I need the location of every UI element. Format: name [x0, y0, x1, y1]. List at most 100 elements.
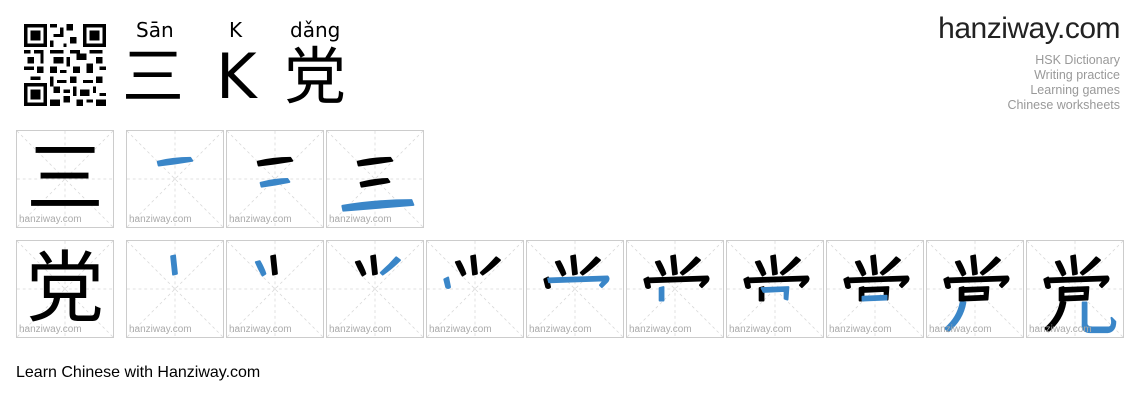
previous-stroke — [747, 275, 810, 289]
previous-stroke — [854, 260, 867, 277]
stroke-step-cell: hanziway.com — [526, 240, 624, 338]
previous-stroke — [670, 254, 678, 276]
cell-guide-lines — [327, 241, 423, 337]
previous-stroke — [679, 256, 701, 276]
previous-stroke — [479, 256, 501, 276]
previous-stroke — [359, 178, 391, 188]
previous-stroke — [954, 260, 967, 277]
cell-watermark: hanziway.com — [729, 324, 792, 335]
cell-guide-lines — [17, 241, 113, 337]
previous-stroke — [256, 156, 294, 167]
logo-main: hanziway — [938, 12, 1057, 45]
previous-stroke — [647, 275, 710, 289]
previous-stroke — [354, 260, 367, 277]
current-stroke — [379, 256, 401, 276]
previous-stroke — [579, 256, 601, 276]
cell-watermark: hanziway.com — [829, 324, 892, 335]
previous-stroke — [970, 254, 978, 276]
cell-guide-lines — [527, 241, 623, 337]
previous-stroke — [1070, 254, 1078, 276]
current-stroke — [443, 276, 451, 289]
current-stroke — [156, 156, 194, 167]
cell-guide-lines — [427, 241, 523, 337]
link-writing-practice[interactable]: Writing practice — [1034, 68, 1120, 82]
stroke-drawing — [843, 254, 910, 302]
footer-text: Learn Chinese with Hanziway.com — [16, 364, 261, 381]
pinyin-k: K — [229, 18, 243, 42]
previous-stroke — [370, 254, 378, 276]
stroke-step-cell: hanziway.com — [826, 240, 924, 338]
cell-watermark: hanziway.com — [429, 324, 492, 335]
previous-stroke — [470, 254, 478, 276]
cell-watermark: hanziway.com — [229, 214, 292, 225]
cell-watermark: hanziway.com — [129, 324, 192, 335]
previous-stroke — [270, 254, 278, 276]
link-hsk-dictionary[interactable]: HSK Dictionary — [1035, 53, 1120, 67]
hanzi-k: K — [216, 40, 257, 113]
reference-character: 三 — [25, 134, 104, 224]
qr-code — [24, 24, 106, 106]
previous-stroke — [570, 254, 578, 276]
cell-guide-lines — [127, 241, 223, 337]
previous-stroke — [961, 294, 988, 302]
previous-stroke — [879, 256, 901, 276]
cell-watermark: hanziway.com — [229, 324, 292, 335]
current-stroke — [341, 199, 415, 212]
stroke-step-cell: hanziway.com — [626, 240, 724, 338]
cell-watermark: hanziway.com — [329, 214, 392, 225]
cell-watermark: hanziway.com — [1029, 324, 1092, 335]
current-stroke — [170, 254, 178, 276]
stroke-step-cell: hanziway.com — [126, 130, 224, 228]
cell-watermark: hanziway.com — [329, 324, 392, 335]
previous-stroke — [947, 275, 1010, 289]
previous-stroke — [779, 256, 801, 276]
stroke-drawing — [1043, 254, 1117, 334]
stroke-drawing — [156, 156, 194, 167]
stroke-drawing — [743, 254, 810, 302]
stroke-step-cell: hanziway.com — [726, 240, 824, 338]
brand-links: HSK Dictionary Writing practice Learning… — [1007, 53, 1120, 113]
stroke-step-cell: hanziway.com — [226, 130, 324, 228]
previous-stroke — [847, 275, 910, 289]
stroke-step-cell: hanziway.com — [126, 240, 224, 338]
current-stroke — [1081, 301, 1117, 334]
stroke-drawing — [543, 254, 610, 289]
stroke-step-cell: hanziway.com — [1026, 240, 1124, 338]
stroke-drawing — [354, 254, 401, 277]
link-chinese-worksheets[interactable]: Chinese worksheets — [1007, 98, 1120, 112]
cell-watermark: hanziway.com — [19, 214, 82, 225]
cell-guide-lines — [127, 131, 223, 227]
previous-stroke — [1079, 256, 1101, 276]
cell-watermark: hanziway.com — [929, 324, 992, 335]
logo-suffix: .com — [1056, 12, 1121, 45]
stroke-drawing — [943, 254, 1010, 333]
current-stroke — [254, 260, 267, 277]
stroke-drawing — [643, 254, 710, 302]
current-stroke — [547, 275, 610, 289]
link-learning-games[interactable]: Learning games — [1030, 83, 1120, 97]
brand-logo[interactable]: hanziway.com — [938, 12, 1120, 46]
stroke-drawing — [443, 254, 501, 289]
stroke-drawing — [341, 156, 415, 212]
cell-watermark: hanziway.com — [629, 324, 692, 335]
cell-watermark: hanziway.com — [19, 324, 82, 335]
current-stroke — [760, 286, 790, 301]
previous-stroke — [554, 260, 567, 277]
cell-guide-lines — [17, 131, 113, 227]
stroke-step-cell: hanziway.com — [326, 240, 424, 338]
previous-stroke — [770, 254, 778, 276]
previous-stroke — [1054, 260, 1067, 277]
hanzi-dang: 党 — [284, 40, 347, 113]
current-stroke — [259, 178, 291, 188]
cell-guide-lines — [227, 241, 323, 337]
current-stroke — [944, 301, 967, 333]
cell-watermark: hanziway.com — [129, 214, 192, 225]
previous-stroke — [870, 254, 878, 276]
pinyin-dang: dǎng — [290, 18, 341, 42]
previous-stroke — [454, 260, 467, 277]
stroke-drawing — [170, 254, 178, 276]
current-stroke — [658, 286, 665, 302]
previous-stroke — [979, 256, 1001, 276]
previous-stroke — [356, 156, 394, 167]
